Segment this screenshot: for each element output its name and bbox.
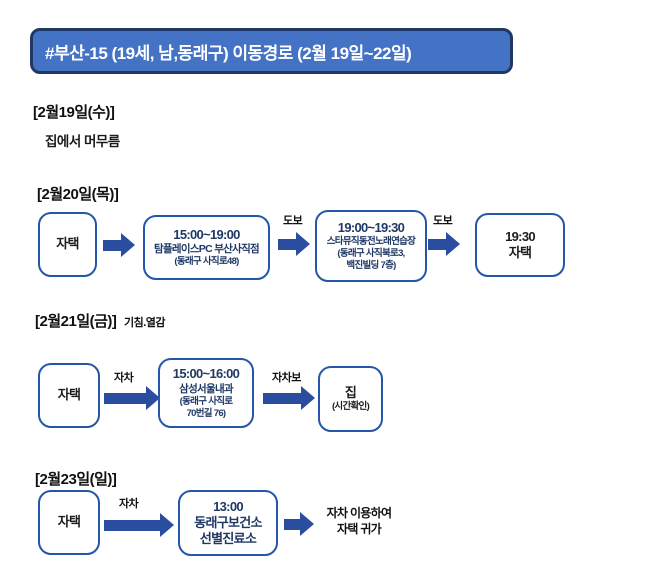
node-health-center: 13:00 동래구보건소 선별진료소 (178, 490, 278, 556)
node-home-feb20-end: 19:30 자택 (475, 213, 565, 277)
node-home-feb23-start: 자택 (38, 490, 100, 555)
node-pc-cafe: 15:00~19:00 탐플레이스PC 부산사직점 (동래구 사직로48) (143, 215, 270, 280)
arrow-icon (428, 232, 460, 256)
node-karaoke: 19:00~19:30 스타뮤직동전노래연습장 (동래구 사직북로3, 백진빌딩… (315, 210, 427, 282)
return-home-text: 자차 이용하여 자택 귀가 (326, 506, 392, 536)
transport-label-car-walk: 자차보 (272, 372, 301, 384)
title-banner: #부산-15 (19세, 남,동래구) 이동경로 (2월 19일~22일) (30, 28, 513, 74)
section-date-feb23: [2월23일(일)] (35, 471, 117, 488)
section-date-feb20: [2월20일(목)] (37, 186, 119, 203)
section-date-feb21: [2월21일(금)] (35, 313, 117, 330)
stay-home-text: 집에서 머무름 (45, 134, 120, 149)
arrow-icon (104, 385, 160, 411)
transport-label-walk-2: 도보 (433, 215, 453, 227)
arrow-icon (284, 512, 314, 536)
transport-label-car-2: 자차 (119, 498, 139, 510)
section-date-feb19: [2월19일(수)] (33, 104, 115, 121)
node-home-feb21-end: 집 (시간확인) (318, 366, 383, 432)
arrow-icon (104, 511, 174, 539)
arrow-icon (103, 233, 135, 257)
node-home-feb21-start: 자택 (38, 363, 100, 428)
page-title: #부산-15 (19세, 남,동래구) 이동경로 (2월 19일~22일) (45, 43, 412, 63)
arrow-icon (278, 232, 310, 256)
arrow-icon (263, 385, 315, 411)
symptom-note: 기침.열감 (124, 317, 166, 329)
node-home-feb20-start: 자택 (38, 212, 97, 277)
transport-label-car-1: 자차 (114, 372, 134, 384)
transport-label-walk-1: 도보 (283, 215, 303, 227)
node-clinic: 15:00~16:00 삼성서울내과 (동래구 사직로 70번길 76) (158, 358, 254, 428)
